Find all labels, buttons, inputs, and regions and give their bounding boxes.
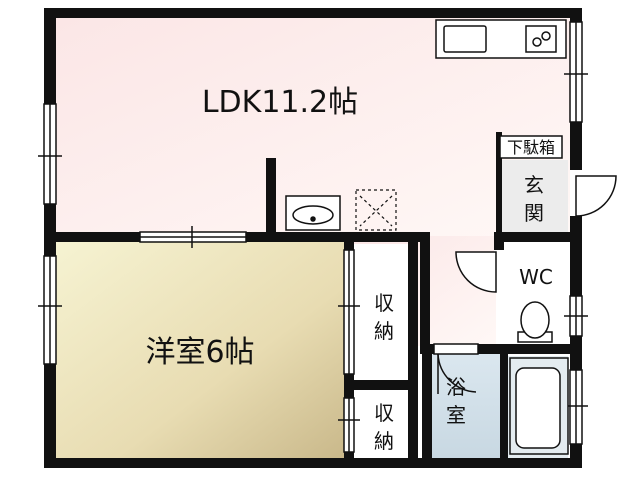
entrance-label-1: 玄 <box>524 173 544 197</box>
wc-door-icon <box>455 250 504 293</box>
shoe-box <box>499 135 563 159</box>
windows <box>38 21 588 453</box>
bath-floor <box>432 346 508 458</box>
entrance-door-icon <box>570 170 617 217</box>
room-label-western: 洋室6帖 <box>145 335 254 370</box>
sink <box>443 25 487 53</box>
bath-door-icon <box>433 343 479 394</box>
storage-lower-floor <box>354 392 408 458</box>
toilet-icon <box>517 301 553 343</box>
storage-lower-label-1: 収 <box>374 401 394 425</box>
kitchen-counter <box>435 19 567 59</box>
western-room-floor <box>56 240 346 458</box>
storage-upper-label-2: 納 <box>374 319 394 343</box>
bath-label-2: 室 <box>446 403 466 427</box>
wash-basin-icon <box>285 195 341 231</box>
entrance-floor <box>500 160 568 232</box>
shoe-box-label: 下駄箱 <box>507 138 555 157</box>
stove-icon <box>525 25 557 53</box>
wc-label: WC <box>519 265 553 289</box>
entrance-label-2: 関 <box>524 201 544 225</box>
bathtub-icon <box>509 357 569 455</box>
storage-upper-floor <box>354 244 408 378</box>
room-label-ldk: LDK11.2帖 <box>202 85 358 120</box>
storage-upper-label-1: 収 <box>374 291 394 315</box>
washer-space-icon <box>355 189 397 231</box>
bath-label-1: 浴 <box>446 375 466 399</box>
storage-lower-label-2: 納 <box>374 429 394 453</box>
